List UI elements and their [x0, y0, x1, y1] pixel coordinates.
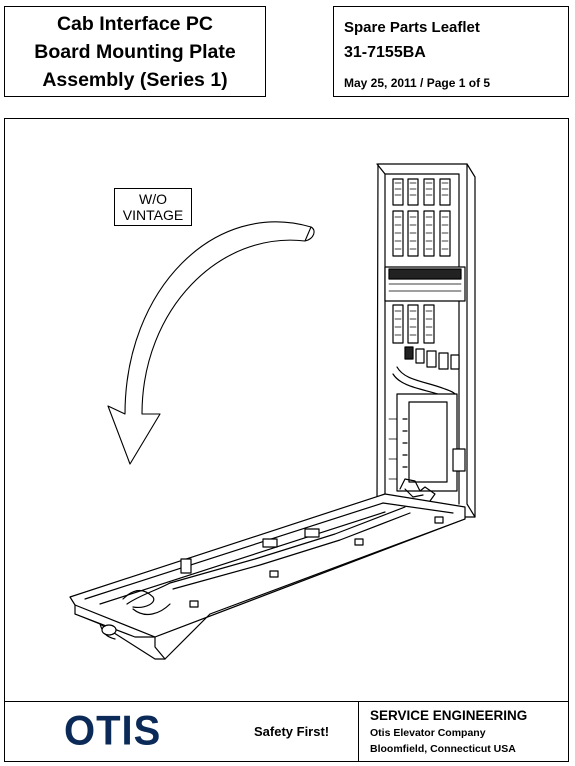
callout-line-2: VINTAGE [122, 207, 184, 223]
callout-line-1: W/O [139, 191, 167, 207]
upright-panel [376, 163, 476, 518]
info-box: Spare Parts Leaflet 31-7155BA May 25, 20… [333, 6, 569, 97]
date-and-page: May 25, 2011 / Page 1 of 5 [344, 76, 491, 90]
otis-logo: OTIS [64, 704, 176, 758]
otis-logo-text: OTIS [64, 707, 162, 754]
content-frame [4, 118, 569, 762]
safety-slogan: Safety First! [254, 724, 330, 739]
leaflet-type: Spare Parts Leaflet [344, 19, 480, 36]
company-name: Otis Elevator Company [370, 727, 486, 739]
document-number: 31-7155BA [344, 44, 426, 61]
footer-divider [4, 701, 569, 702]
footer-column-divider [358, 701, 359, 762]
department-name: SERVICE ENGINEERING [370, 708, 528, 723]
title-line-2: Board Mounting Plate [34, 40, 236, 63]
title-line-3: Assembly (Series 1) [42, 68, 228, 91]
mounting-plate-illustration [69, 163, 476, 660]
title-box: Cab Interface PC Board Mounting Plate As… [4, 6, 266, 97]
company-location: Bloomfield, Connecticut USA [370, 743, 516, 755]
base-tray [69, 478, 466, 660]
curved-arrow-icon [107, 221, 315, 465]
title-line-1: Cab Interface PC [56, 12, 214, 35]
callout-box: W/O VINTAGE [114, 188, 192, 226]
